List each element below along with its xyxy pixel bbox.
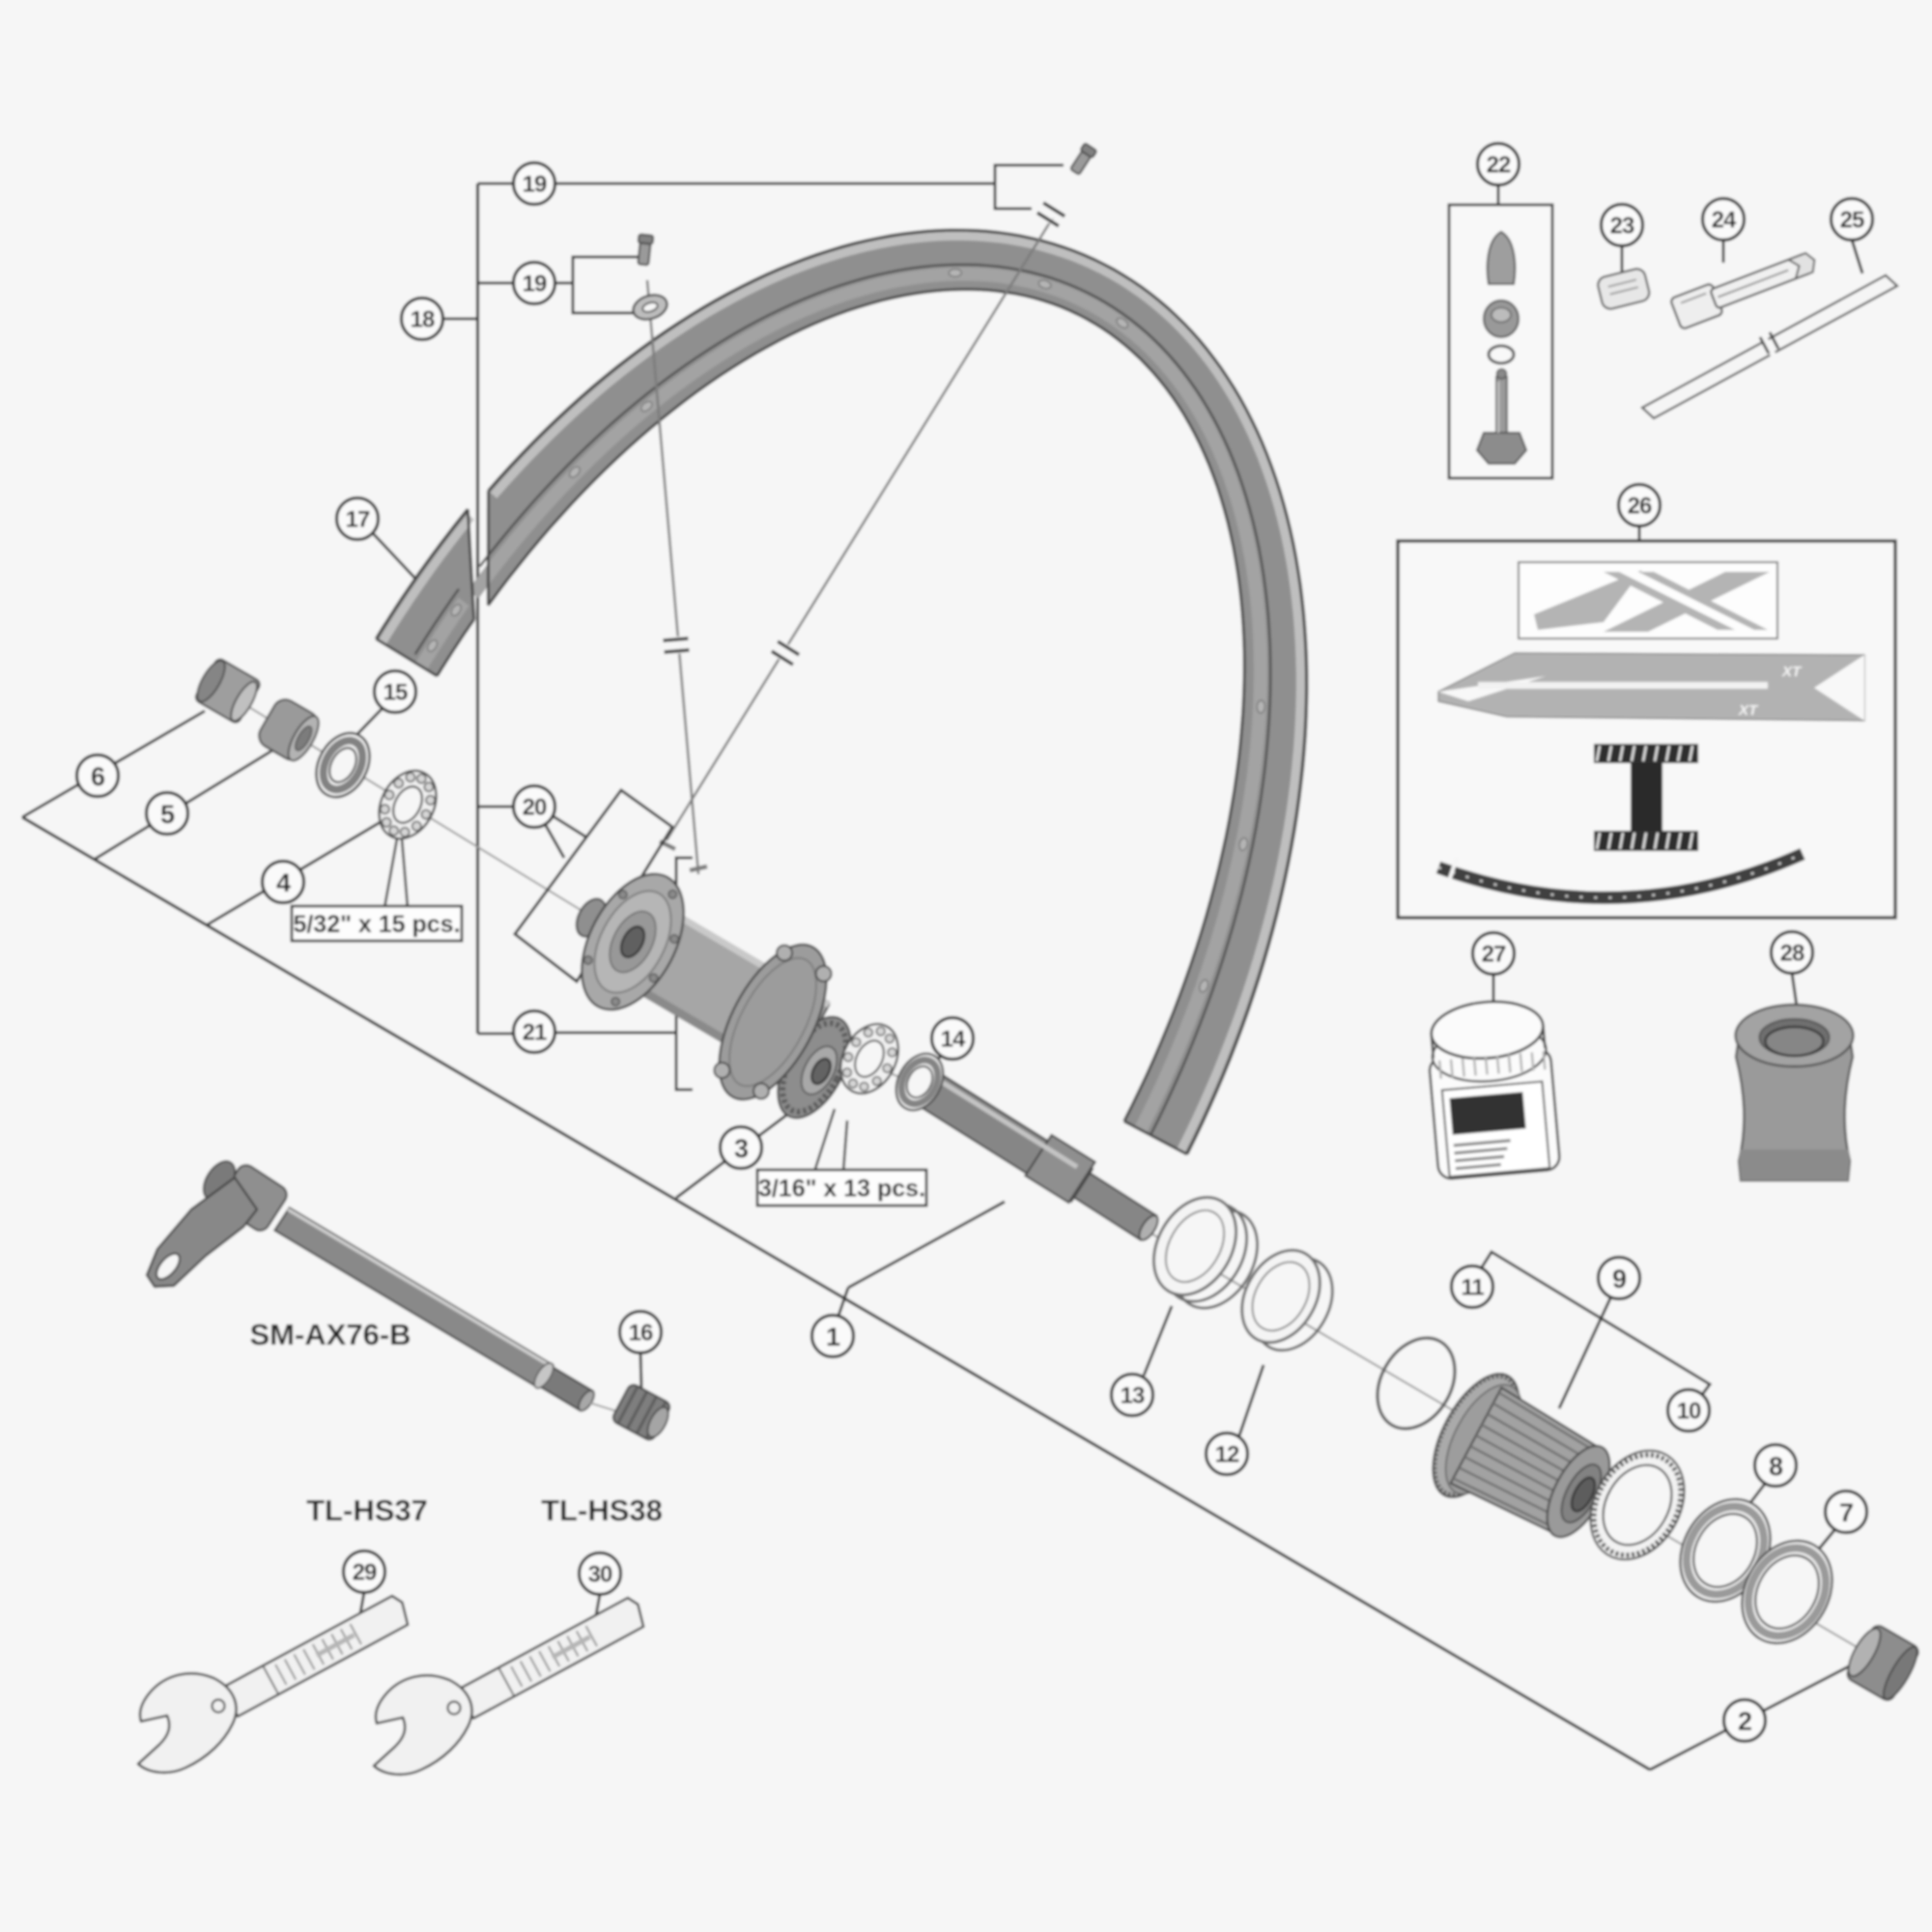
svg-text:9: 9 — [1612, 1264, 1627, 1293]
svg-text:22: 22 — [1487, 153, 1511, 179]
svg-text:XT: XT — [1781, 664, 1803, 680]
svg-text:21: 21 — [523, 1020, 547, 1046]
svg-text:28: 28 — [1780, 941, 1804, 967]
svg-text:4: 4 — [276, 868, 291, 897]
svg-text:16: 16 — [629, 1321, 653, 1347]
svg-text:5/32" x 15 pcs.: 5/32" x 15 pcs. — [293, 911, 460, 938]
svg-text:5: 5 — [160, 800, 175, 829]
svg-text:30: 30 — [588, 1562, 612, 1588]
svg-text:SM-AX76-B: SM-AX76-B — [249, 1318, 411, 1351]
svg-text:3/16" x 13 pcs.: 3/16" x 13 pcs. — [758, 1176, 925, 1203]
svg-text:19: 19 — [523, 271, 547, 298]
svg-text:20: 20 — [523, 795, 547, 821]
svg-text:10: 10 — [1677, 1399, 1701, 1425]
svg-text:14: 14 — [941, 1027, 966, 1053]
svg-text:27: 27 — [1482, 942, 1506, 968]
svg-text:12: 12 — [1215, 1442, 1239, 1468]
svg-text:23: 23 — [1610, 213, 1634, 240]
svg-text:13: 13 — [1121, 1383, 1145, 1409]
svg-text:8: 8 — [1769, 1452, 1783, 1481]
svg-text:19: 19 — [523, 172, 547, 198]
svg-text:26: 26 — [1628, 494, 1652, 520]
svg-text:2: 2 — [1738, 1707, 1751, 1736]
svg-text:17: 17 — [346, 507, 370, 533]
svg-text:7: 7 — [1839, 1498, 1853, 1527]
svg-text:6: 6 — [91, 762, 105, 791]
svg-text:TL-HS37: TL-HS37 — [306, 1493, 428, 1527]
svg-text:18: 18 — [411, 307, 435, 333]
svg-text:24: 24 — [1712, 208, 1737, 234]
svg-text:11: 11 — [1461, 1275, 1484, 1301]
svg-text:TL-HS38: TL-HS38 — [541, 1493, 663, 1527]
svg-text:1: 1 — [826, 1322, 840, 1351]
svg-text:XT: XT — [1738, 702, 1759, 719]
svg-text:3: 3 — [734, 1134, 749, 1163]
svg-text:29: 29 — [353, 1560, 377, 1586]
svg-text:25: 25 — [1840, 208, 1864, 234]
svg-text:15: 15 — [384, 680, 408, 706]
